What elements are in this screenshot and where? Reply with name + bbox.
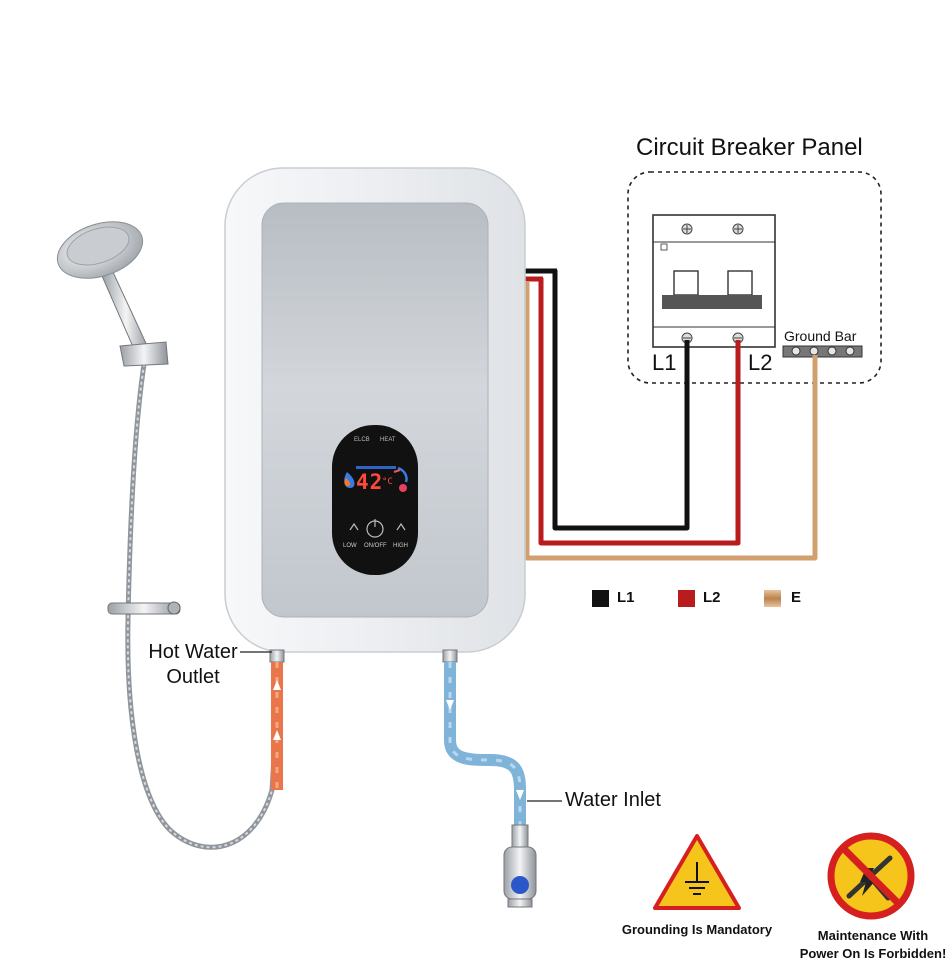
- control-display: [332, 425, 418, 575]
- legend-label-e: E: [791, 589, 802, 606]
- water-inlet-label: Water Inlet: [565, 789, 661, 811]
- maintenance-warning-text: Maintenance With Power On Is Forbidden!: [795, 927, 951, 963]
- onoff-button[interactable]: ON/OFF: [364, 543, 387, 549]
- panel-title: Circuit Breaker Panel: [636, 134, 863, 161]
- wire-l1: [552, 270, 690, 531]
- legend-swatch-l2: [678, 590, 695, 607]
- wire-ground: [524, 282, 818, 561]
- shower-head: [56, 221, 169, 367]
- legend-label-l1: L1: [617, 589, 635, 606]
- hot-water-outlet-line2: Outlet: [166, 666, 220, 688]
- temperature-unit: °C: [382, 477, 393, 487]
- circuit-breaker: [652, 214, 776, 348]
- terminal-l1-label: L1: [652, 350, 677, 375]
- legend-label-l2: L2: [703, 589, 721, 606]
- legend-swatch-e: [764, 590, 781, 607]
- inlet-valve: [503, 824, 537, 908]
- wire-l2: [538, 278, 741, 546]
- legend-swatch-l1: [592, 590, 609, 607]
- cold-water-pipe: [442, 649, 526, 825]
- prohibition-icon: [827, 832, 915, 920]
- high-button[interactable]: HIGH: [393, 543, 408, 549]
- grounding-warning-text: Grounding Is Mandatory: [621, 922, 773, 937]
- ground-bar-label: Ground Bar: [784, 328, 857, 344]
- temperature-readout: 42: [356, 470, 384, 494]
- maintenance-warning-line2: Power On Is Forbidden!: [799, 946, 947, 961]
- water-heater-body: [224, 167, 526, 653]
- low-button[interactable]: LOW: [343, 543, 357, 549]
- terminal-l2-label: L2: [748, 350, 773, 375]
- maintenance-warning-line1: Maintenance With: [817, 928, 929, 943]
- breaker-panel-enclosure: [627, 171, 882, 384]
- heat-indicator: HEAT: [380, 437, 396, 443]
- hot-water-pipe: [269, 649, 285, 790]
- hot-water-outlet-label: Hot Water Outlet: [144, 640, 242, 690]
- hot-water-outlet-line1: Hot Water: [148, 641, 238, 663]
- elcb-indicator: ELCB: [354, 437, 370, 443]
- ground-bar: [782, 345, 863, 358]
- slide-bracket: [107, 601, 181, 615]
- grounding-warning-icon: [653, 834, 741, 910]
